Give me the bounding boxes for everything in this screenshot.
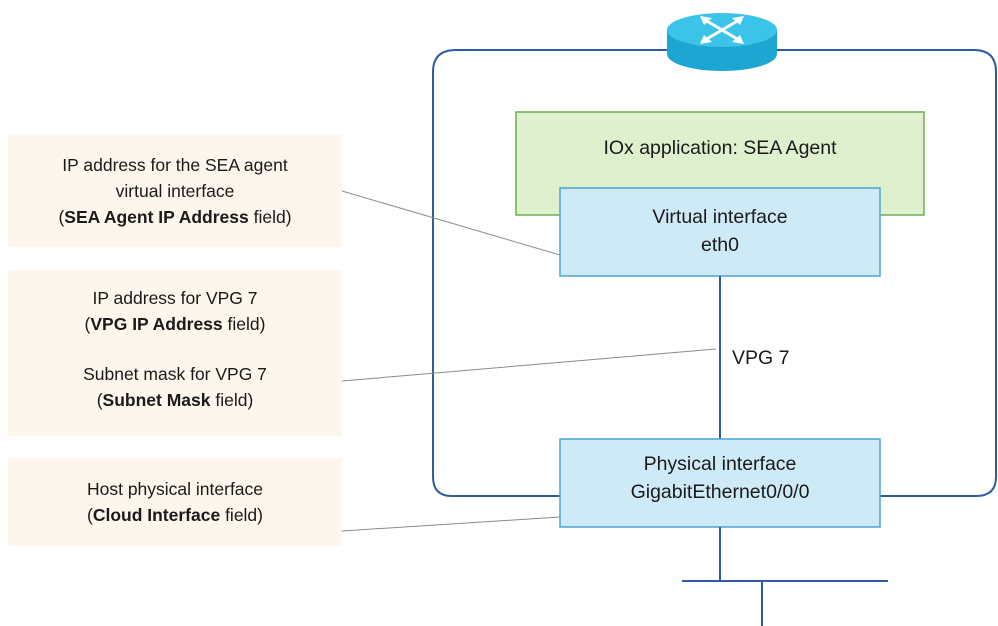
paren: ( xyxy=(86,505,93,525)
field-suffix: field) xyxy=(222,314,266,334)
callout-text: IP address for the SEA agent xyxy=(62,155,288,175)
leader-sea-agent-ip xyxy=(341,190,561,256)
paren: ( xyxy=(84,314,91,334)
virtual-interface-label: Virtual interface eth0 xyxy=(560,203,880,259)
field-name: Cloud Interface xyxy=(92,505,221,525)
field-suffix: field) xyxy=(220,505,263,525)
callout-field-line: (SEA Agent IP Address field) xyxy=(8,204,342,230)
callout-text: Subnet mask for VPG 7 xyxy=(83,364,267,384)
leader-vpg xyxy=(341,348,717,382)
virtual-interface-title: Virtual interface xyxy=(652,206,788,228)
field-name: SEA Agent IP Address xyxy=(64,207,249,227)
callout-field-line: (VPG IP Address field) xyxy=(8,311,342,337)
paren: ( xyxy=(58,207,65,227)
physical-interface-title: Physical interface xyxy=(643,453,797,475)
callout-vpg: IP address for VPG 7 (VPG IP Address fie… xyxy=(8,270,342,436)
virtual-interface-name: eth0 xyxy=(701,234,739,256)
field-suffix: field) xyxy=(248,207,292,227)
callout-text: Host physical interface xyxy=(86,479,264,499)
physical-interface-name: GigabitEthernet0/0/0 xyxy=(630,481,810,503)
callout-sea-agent-ip: IP address for the SEA agent virtual int… xyxy=(8,135,342,247)
callout-field-line: (Subnet Mask field) xyxy=(8,387,342,413)
field-name: VPG IP Address xyxy=(90,314,223,334)
virtual-interface-box xyxy=(559,187,881,277)
router-icon xyxy=(667,13,777,71)
callout-text: IP address for VPG 7 xyxy=(92,288,258,308)
field-name: Subnet Mask xyxy=(102,390,211,410)
callout-field-line: (Cloud Interface field) xyxy=(8,502,342,528)
callout-cloud-interface: Host physical interface (Cloud Interface… xyxy=(8,458,342,546)
physical-interface-label: Physical interface GigabitEthernet0/0/0 xyxy=(560,450,880,506)
field-suffix: field) xyxy=(210,390,254,410)
paren: ( xyxy=(96,390,103,410)
leader-cloud-interface xyxy=(341,516,561,532)
app-label: IOx application: SEA Agent xyxy=(603,137,837,159)
physical-interface-box xyxy=(559,438,881,528)
callout-text: virtual interface xyxy=(115,181,235,201)
vpg-label: VPG 7 xyxy=(732,347,790,369)
